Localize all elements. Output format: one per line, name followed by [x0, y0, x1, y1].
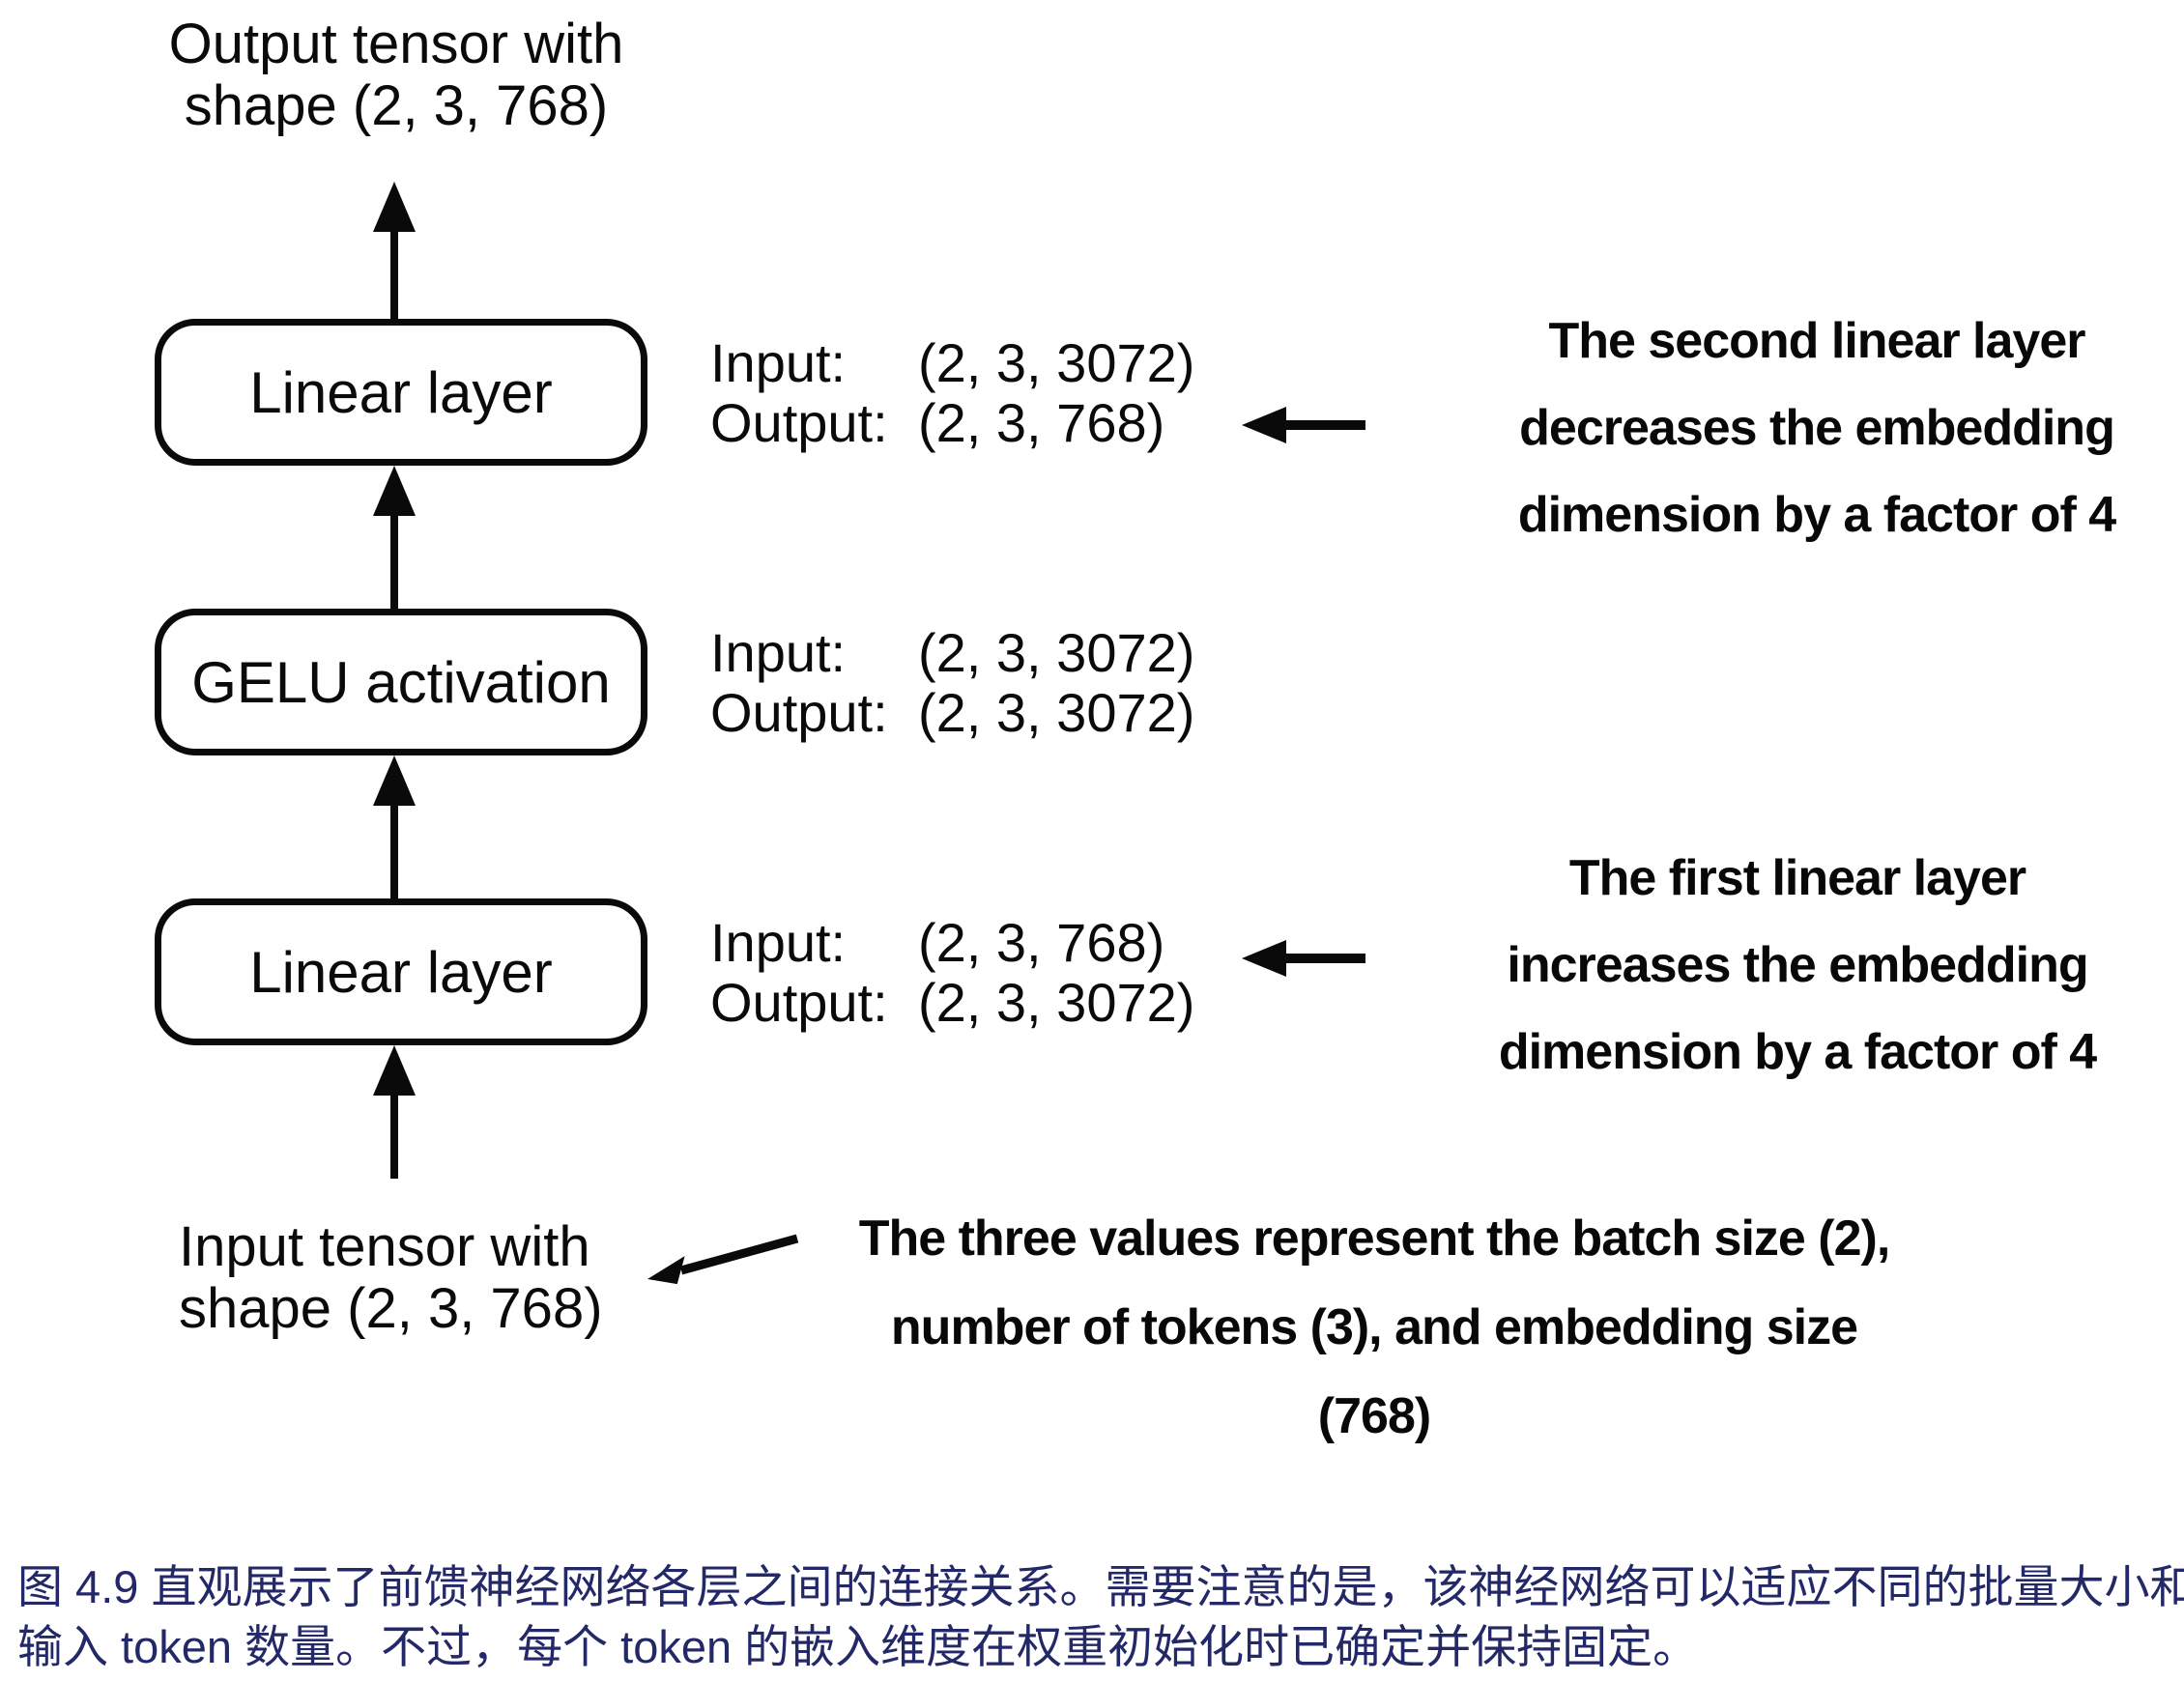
io-output-label: Output:: [710, 392, 888, 453]
annotation-line: number of tokens (3), and embedding size: [890, 1299, 1858, 1355]
linear-layer-box-top: Linear layer: [155, 319, 647, 466]
io-output-row: Output: (2, 3, 3072): [710, 683, 1194, 743]
arrow-left-icon: [1242, 940, 1365, 977]
annotation-line: The first linear layer: [1568, 850, 2026, 906]
linear-layer-box-top-label: Linear layer: [249, 359, 553, 425]
arrow-up-icon: [373, 182, 416, 319]
io-input-row: Input: (2, 3, 3072): [710, 623, 1194, 683]
io-input-row: Input: (2, 3, 768): [710, 913, 1194, 973]
io-output-row: Output: (2, 3, 3072): [710, 973, 1194, 1033]
arrow-up-icon: [373, 1045, 416, 1179]
annotation-line: dimension by a factor of 4: [1517, 487, 2116, 543]
linear-layer-box-bottom: Linear layer: [155, 898, 647, 1045]
arrow-left-icon: [1242, 407, 1365, 443]
io-output-value: (2, 3, 768): [918, 392, 1165, 453]
arrow-up-icon: [373, 466, 416, 609]
input-tensor-label-line2: shape (2, 3, 768): [179, 1277, 603, 1340]
io-shapes-gelu: Input: (2, 3, 3072) Output: (2, 3, 3072): [710, 623, 1194, 743]
figure-caption-line1: 图 4.9 直观展示了前馈神经网络各层之间的连接关系。需要注意的是，该神经网络可…: [17, 1561, 2184, 1612]
input-tensor-label-line1: Input tensor with: [179, 1215, 590, 1278]
io-input-value: (2, 3, 3072): [918, 332, 1195, 393]
annotation-line: (768): [1317, 1388, 1431, 1444]
io-input-label: Input:: [710, 332, 847, 393]
annotation-line: The three values represent the batch siz…: [858, 1211, 1891, 1267]
io-input-row: Input: (2, 3, 3072): [710, 333, 1194, 393]
annotation-tensor-values: The three values represent the batch siz…: [794, 1194, 1954, 1461]
annotation-line: increases the embedding: [1507, 937, 2088, 993]
io-input-label: Input:: [710, 622, 847, 683]
io-input-value: (2, 3, 3072): [918, 622, 1195, 683]
figure-caption-line2: 输入 token 数量。不过，每个 token 的嵌入维度在权重初始化时已确定并…: [17, 1621, 1699, 1672]
gelu-activation-box: GELU activation: [155, 609, 647, 755]
io-shapes-first-linear: Input: (2, 3, 768) Output: (2, 3, 3072): [710, 913, 1194, 1033]
io-output-row: Output: (2, 3, 768): [710, 393, 1194, 453]
annotation-second-linear-layer: The second linear layer decreases the em…: [1479, 298, 2155, 558]
io-input-label: Input:: [710, 912, 847, 973]
io-output-value: (2, 3, 3072): [918, 682, 1195, 743]
output-tensor-label: Output tensor with shape (2, 3, 768): [106, 14, 686, 137]
annotation-line: decreases the embedding: [1519, 400, 2115, 456]
annotation-line: The second linear layer: [1548, 313, 2085, 369]
io-input-value: (2, 3, 768): [918, 912, 1165, 973]
arrow-down-left-icon: [647, 1234, 799, 1285]
figure-caption: 图 4.9 直观展示了前馈神经网络各层之间的连接关系。需要注意的是，该神经网络可…: [17, 1557, 2184, 1677]
output-tensor-label-line2: shape (2, 3, 768): [184, 74, 609, 137]
annotation-first-linear-layer: The first linear layer increases the emb…: [1459, 835, 2136, 1096]
io-shapes-second-linear: Input: (2, 3, 3072) Output: (2, 3, 768): [710, 333, 1194, 453]
io-output-label: Output:: [710, 682, 888, 743]
io-output-label: Output:: [710, 972, 888, 1033]
output-tensor-label-line1: Output tensor with: [168, 13, 624, 75]
input-tensor-label: Input tensor with shape (2, 3, 768): [179, 1216, 603, 1340]
linear-layer-box-bottom-label: Linear layer: [249, 939, 553, 1005]
annotation-line: dimension by a factor of 4: [1498, 1024, 2097, 1080]
arrow-up-icon: [373, 755, 416, 898]
gelu-activation-box-label: GELU activation: [191, 649, 611, 715]
io-output-value: (2, 3, 3072): [918, 972, 1195, 1033]
